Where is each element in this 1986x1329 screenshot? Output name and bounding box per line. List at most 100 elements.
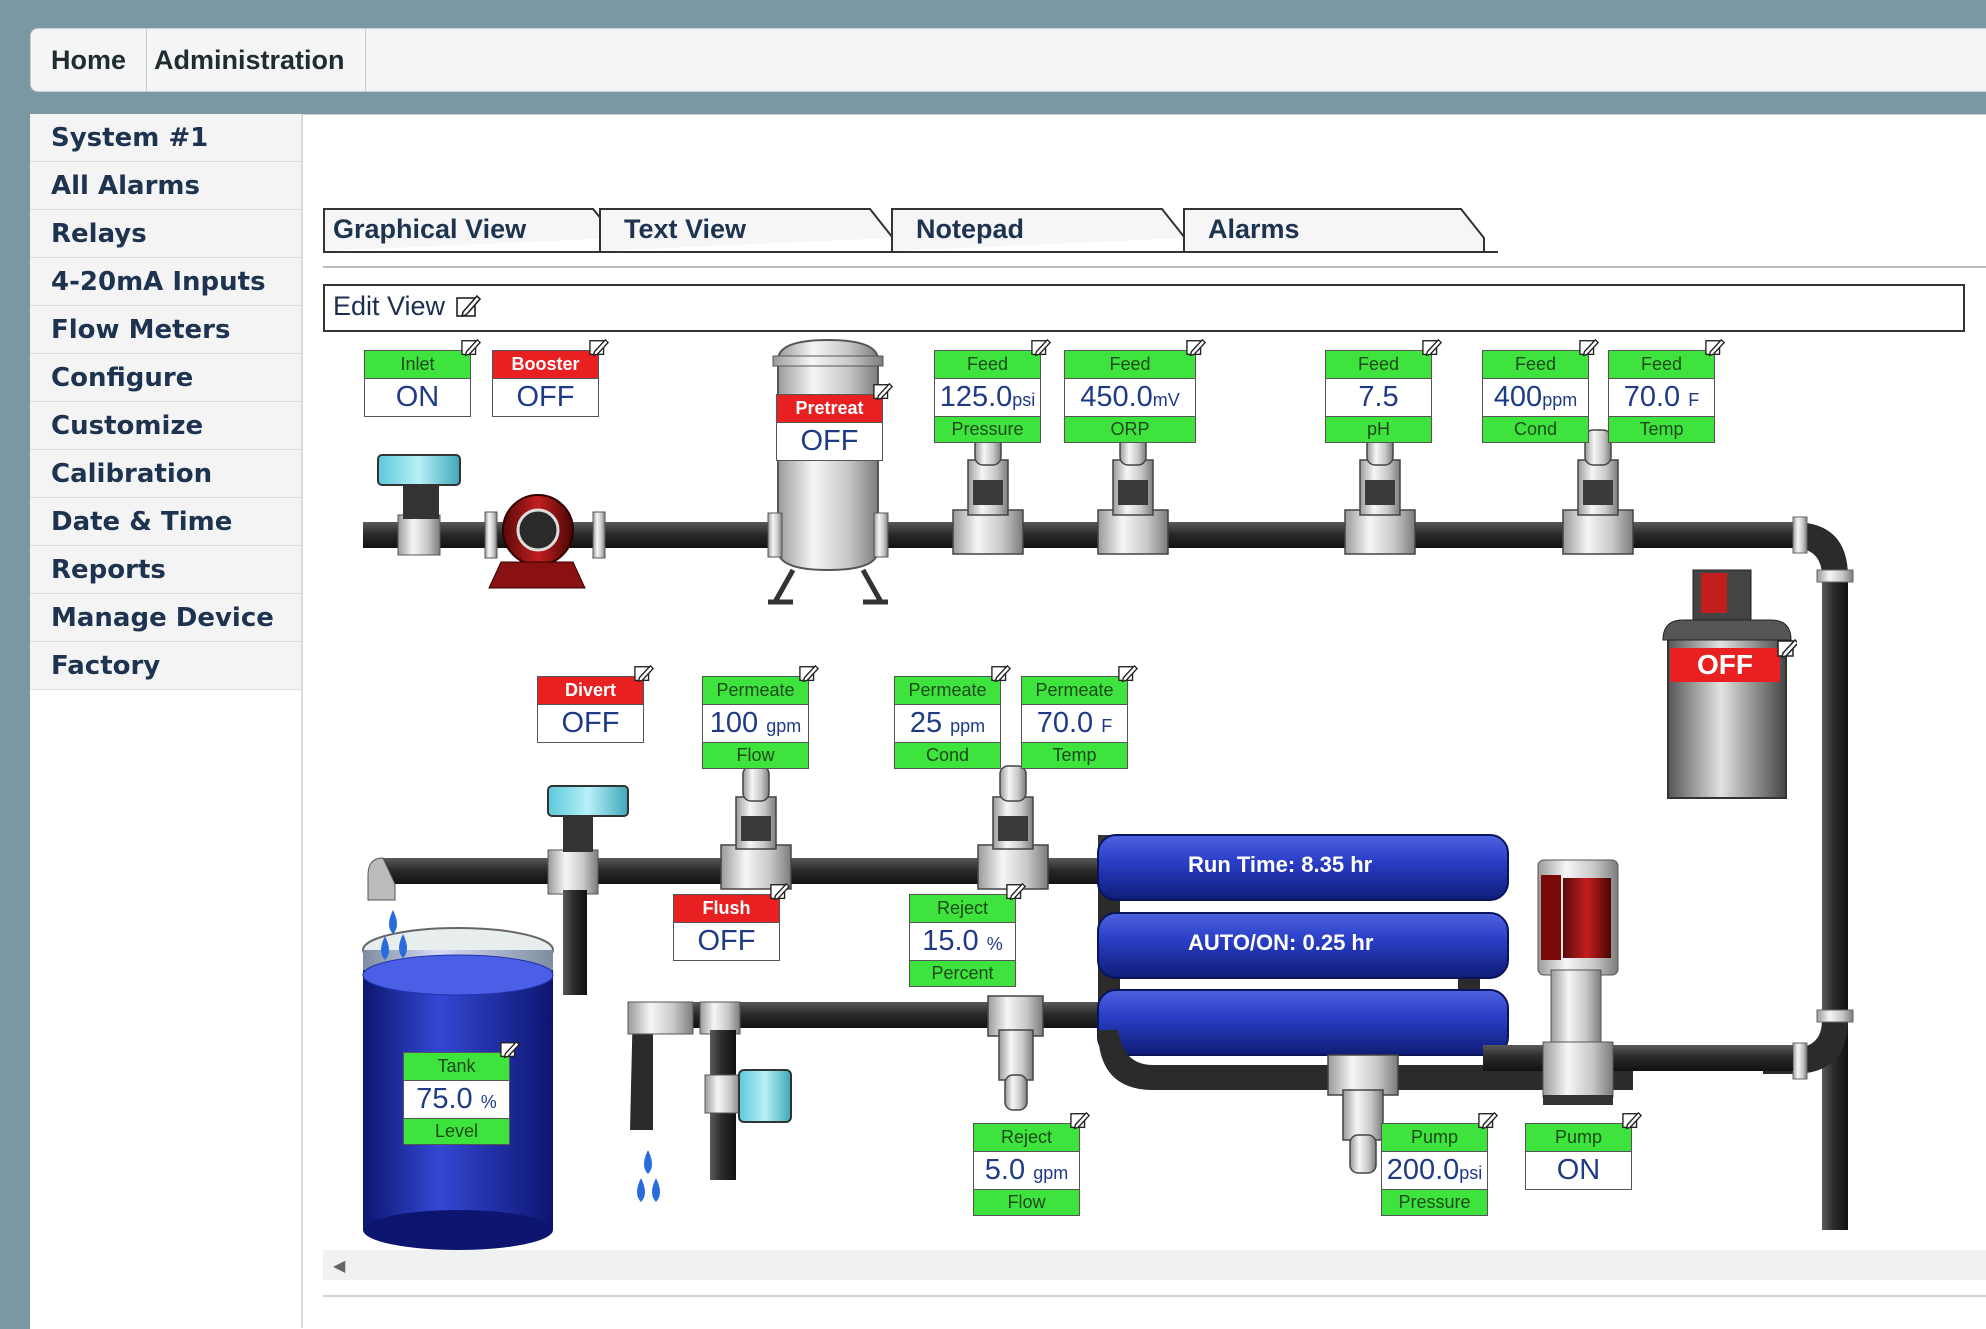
edit-icon[interactable] bbox=[1118, 664, 1138, 684]
widget-value: 70.0 bbox=[1623, 381, 1681, 413]
widget-footer: Temp bbox=[1608, 417, 1715, 443]
widget-pretreat[interactable]: Pretreat OFF bbox=[776, 382, 893, 461]
widget-value-row: 5.0 gpm bbox=[973, 1152, 1080, 1190]
sidebar-item-reports[interactable]: Reports bbox=[30, 546, 301, 594]
edit-icon[interactable] bbox=[799, 664, 819, 684]
widget-value: OFF bbox=[673, 923, 780, 961]
widget-permeate-temp[interactable]: Permeate 70.0 F Temp bbox=[1021, 664, 1138, 769]
widget-title: Permeate bbox=[702, 676, 809, 705]
widget-value-row: 400ppm bbox=[1482, 379, 1589, 417]
widget-value: 7.5 bbox=[1358, 381, 1399, 413]
widget-title: Permeate bbox=[894, 676, 1001, 705]
widget-title: Reject bbox=[909, 894, 1016, 923]
widget-value-row: 15.0 % bbox=[909, 923, 1016, 961]
edit-icon[interactable] bbox=[1186, 338, 1206, 358]
tab-graphical-view[interactable]: Graphical View bbox=[323, 208, 618, 252]
sidebar-item-all-alarms[interactable]: All Alarms bbox=[30, 162, 301, 210]
tab-notepad[interactable]: Notepad bbox=[884, 208, 1186, 252]
sidebar-item-manage-device[interactable]: Manage Device bbox=[30, 594, 301, 642]
edit-icon[interactable] bbox=[500, 1040, 520, 1060]
widget-booster[interactable]: Booster OFF bbox=[492, 338, 609, 417]
horizontal-scrollbar[interactable]: ◀ bbox=[323, 1250, 1986, 1280]
widget-value-row: 200.0psi bbox=[1381, 1152, 1488, 1190]
nav-administration[interactable]: Administration bbox=[134, 29, 366, 91]
sidebar-item-flow-meters[interactable]: Flow Meters bbox=[30, 306, 301, 354]
widget-flush[interactable]: Flush OFF bbox=[673, 882, 790, 961]
widget-value-row: 70.0 F bbox=[1021, 705, 1128, 743]
widget-title: Tank bbox=[403, 1052, 510, 1081]
tab-alarms[interactable]: Alarms bbox=[1176, 208, 1486, 252]
sidebar-item-configure[interactable]: Configure bbox=[30, 354, 301, 402]
widget-unit: mV bbox=[1152, 390, 1180, 410]
edit-icon[interactable] bbox=[589, 338, 609, 358]
widget-value-row: 7.5 bbox=[1325, 379, 1432, 417]
widget-footer: Pressure bbox=[1381, 1190, 1488, 1216]
widget-title: Feed bbox=[1064, 350, 1196, 379]
sidebar-item-system[interactable]: System #1 bbox=[30, 114, 301, 162]
widget-unit: % bbox=[986, 934, 1003, 954]
sidebar-item-factory[interactable]: Factory bbox=[30, 642, 301, 690]
scroll-left-icon[interactable]: ◀ bbox=[333, 1258, 346, 1275]
widget-pump-state[interactable]: Pump ON bbox=[1525, 1111, 1642, 1190]
widget-footer: Pressure bbox=[934, 417, 1041, 443]
edit-pencil-icon[interactable] bbox=[455, 294, 481, 320]
widget-footer: ORP bbox=[1064, 417, 1196, 443]
widget-unit: gpm bbox=[1033, 1163, 1069, 1183]
nav-home[interactable]: Home bbox=[31, 29, 148, 91]
widget-permeate-cond[interactable]: Permeate 25 ppm Cond bbox=[894, 664, 1011, 769]
edit-icon[interactable] bbox=[1031, 338, 1051, 358]
sidebar-item-date-time[interactable]: Date & Time bbox=[30, 498, 301, 546]
edit-icon[interactable] bbox=[1478, 1111, 1498, 1131]
tab-text-view[interactable]: Text View bbox=[592, 208, 894, 252]
edit-icon[interactable] bbox=[1006, 882, 1026, 902]
widget-footer: Level bbox=[403, 1119, 510, 1145]
edit-icon[interactable] bbox=[1579, 338, 1599, 358]
edit-icon[interactable] bbox=[1422, 338, 1442, 358]
edit-icon[interactable] bbox=[991, 664, 1011, 684]
widget-divert[interactable]: Divert OFF bbox=[537, 664, 654, 743]
widget-value: 100 bbox=[709, 707, 759, 739]
widget-unit: ppm bbox=[950, 716, 986, 736]
sidebar-item-relays[interactable]: Relays bbox=[30, 210, 301, 258]
widget-value: OFF bbox=[776, 423, 883, 461]
widget-reject-percent[interactable]: Reject 15.0 % Percent bbox=[909, 882, 1026, 987]
widget-value: 5.0 bbox=[984, 1154, 1026, 1186]
edit-icon[interactable] bbox=[1070, 1111, 1090, 1131]
widget-feed-ph[interactable]: Feed 7.5 pH bbox=[1325, 338, 1442, 443]
widget-value-row: 75.0 % bbox=[403, 1081, 510, 1119]
edit-icon[interactable] bbox=[873, 382, 893, 402]
tab-notepad-label: Notepad bbox=[916, 214, 1024, 244]
edit-icon[interactable] bbox=[1622, 1111, 1642, 1131]
widget-feed-pressure[interactable]: Feed 125.0psi Pressure bbox=[934, 338, 1051, 443]
widget-permeate-flow[interactable]: Permeate 100 gpm Flow bbox=[702, 664, 819, 769]
widget-value: 400 bbox=[1493, 381, 1543, 413]
widget-inlet[interactable]: Inlet ON bbox=[364, 338, 481, 417]
sidebar-item-calibration[interactable]: Calibration bbox=[30, 450, 301, 498]
widget-title: Flush bbox=[673, 894, 780, 923]
sidebar-item-4-20ma-inputs[interactable]: 4-20mA Inputs bbox=[30, 258, 301, 306]
widget-feed-temp[interactable]: Feed 70.0 F Temp bbox=[1608, 338, 1725, 443]
widget-value: ON bbox=[364, 379, 471, 417]
widget-tank-level[interactable]: Tank 75.0 % Level bbox=[403, 1040, 520, 1145]
widget-footer: Cond bbox=[1482, 417, 1589, 443]
chem-feed-state[interactable]: OFF bbox=[1670, 648, 1780, 682]
widget-unit: psi bbox=[1012, 390, 1036, 410]
widget-title: Inlet bbox=[364, 350, 471, 379]
edit-icon[interactable] bbox=[1777, 638, 1797, 658]
divider bbox=[323, 1295, 1986, 1297]
edit-icon[interactable] bbox=[634, 664, 654, 684]
edit-icon[interactable] bbox=[461, 338, 481, 358]
widget-pump-pressure[interactable]: Pump 200.0psi Pressure bbox=[1381, 1111, 1498, 1216]
membrane-auto-on: AUTO/ON: 0.25 hr bbox=[1188, 930, 1374, 955]
widget-reject-flow[interactable]: Reject 5.0 gpm Flow bbox=[973, 1111, 1090, 1216]
widget-title: Reject bbox=[973, 1123, 1080, 1152]
widget-value: ON bbox=[1525, 1152, 1632, 1190]
widget-feed-orp[interactable]: Feed 450.0mV ORP bbox=[1064, 338, 1206, 443]
edit-icon[interactable] bbox=[1705, 338, 1725, 358]
edit-icon[interactable] bbox=[770, 882, 790, 902]
widget-value: 125.0 bbox=[939, 381, 1013, 413]
edit-view-bar[interactable]: Edit View bbox=[323, 284, 1965, 332]
widget-feed-cond[interactable]: Feed 400ppm Cond bbox=[1482, 338, 1599, 443]
sidebar-item-customize[interactable]: Customize bbox=[30, 402, 301, 450]
tab-graphical-view-label: Graphical View bbox=[333, 214, 527, 244]
